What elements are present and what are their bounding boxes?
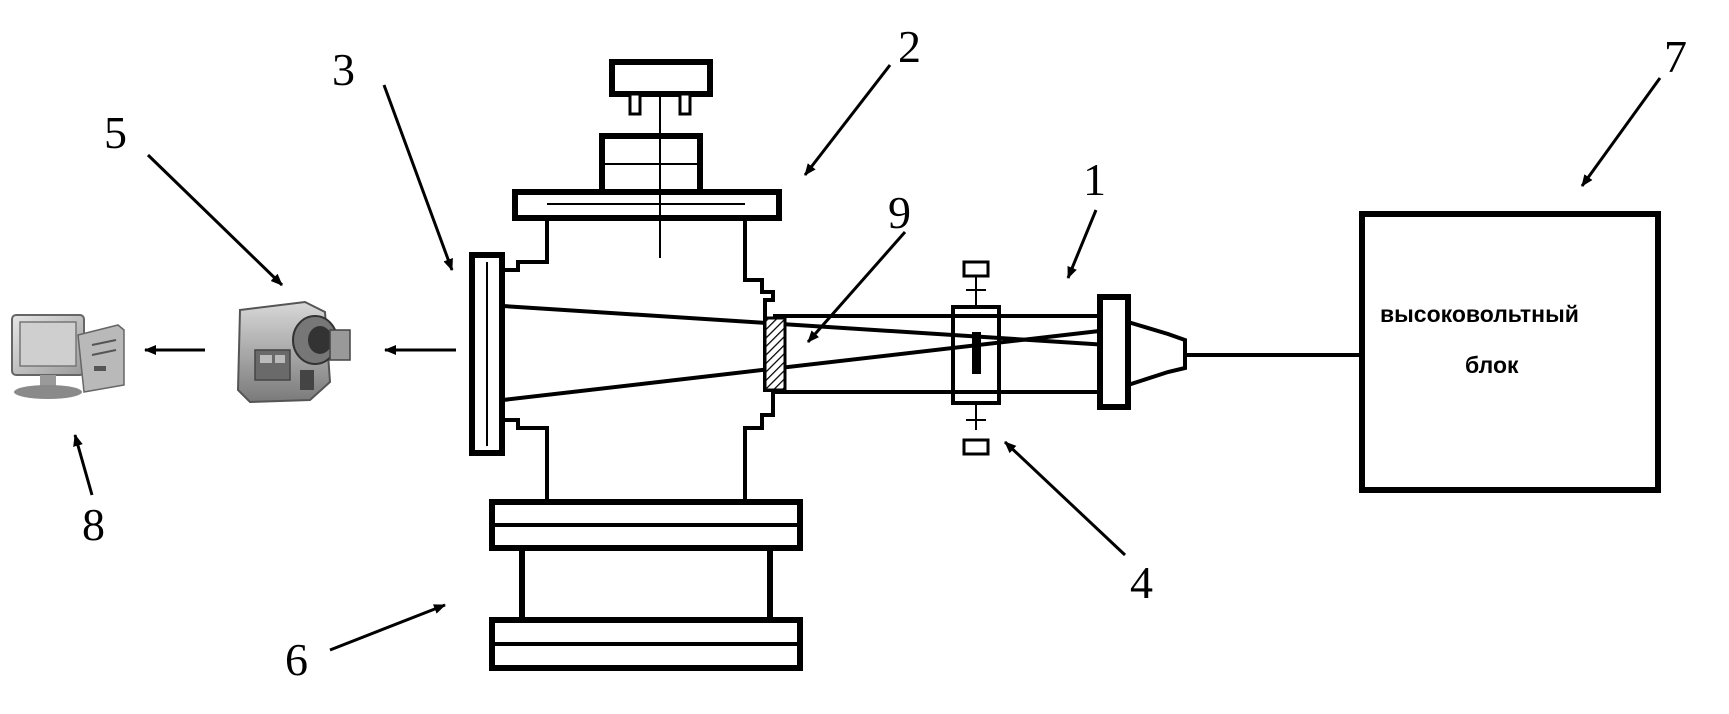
label-4: 4 (1130, 557, 1153, 608)
label-2: 2 (898, 21, 921, 72)
diaphragm-assembly (951, 260, 1001, 456)
discharge-tube (773, 294, 1362, 410)
label-7: 7 (1664, 31, 1687, 82)
target-9 (763, 316, 787, 392)
beam-lines (502, 304, 1109, 402)
label-5: 5 (104, 107, 127, 158)
observation-window (469, 252, 505, 456)
label-9: 9 (888, 187, 911, 238)
high-voltage-block: высоковольтный блок (1359, 211, 1661, 493)
block-label-line1: высоковольтный (1380, 301, 1579, 327)
label-8: 8 (82, 499, 105, 550)
video-camera-icon (236, 300, 351, 404)
computer-icon (11, 314, 125, 399)
label-3: 3 (332, 44, 355, 95)
vacuum-chamber (489, 59, 803, 671)
block-label-line2: блок (1465, 352, 1519, 378)
label-1: 1 (1083, 154, 1106, 205)
pointer-arrows (73, 64, 1662, 652)
label-6: 6 (285, 634, 308, 685)
